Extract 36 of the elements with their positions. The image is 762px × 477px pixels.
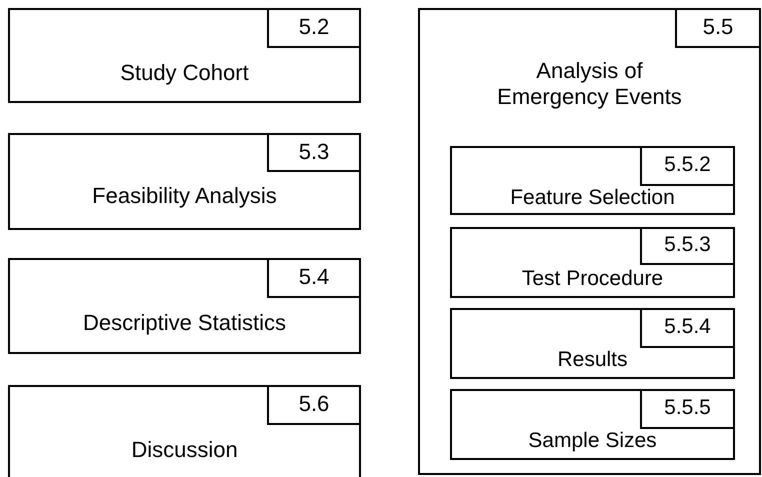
section-box (8, 258, 361, 354)
section-number-box (640, 146, 735, 186)
section-number: 5.5.5 (664, 396, 711, 420)
section-number: 5.5 (702, 14, 734, 40)
section-number-box (640, 227, 735, 265)
section-box (418, 8, 761, 475)
section-number: 5.5.3 (664, 233, 711, 257)
section-title: Discussion (131, 437, 238, 463)
section-title: Study Cohort (120, 60, 249, 86)
section-number-box (267, 8, 361, 48)
section-number-box (675, 8, 761, 48)
section-number-box (640, 308, 735, 348)
section-box (450, 389, 735, 460)
section-box (8, 133, 361, 230)
section-number-box (267, 258, 361, 298)
section-number: 5.3 (298, 139, 330, 165)
section-title: Analysis of Emergency Events (496, 58, 683, 110)
section-box (450, 146, 735, 215)
section-number-box (640, 389, 735, 429)
section-title: Results (557, 348, 628, 372)
section-box (8, 8, 361, 103)
section-box (450, 308, 735, 379)
section-number: 5.4 (298, 264, 330, 290)
section-title: Sample Sizes (528, 429, 657, 453)
section-box (450, 227, 735, 298)
section-number-box (267, 133, 361, 172)
section-number: 5.6 (298, 391, 330, 417)
section-title: Feature Selection (510, 186, 675, 210)
section-title: Feasibility Analysis (92, 183, 277, 209)
section-title: Test Procedure (522, 267, 664, 291)
section-number: 5.5.2 (664, 153, 711, 177)
section-title: Descriptive Statistics (83, 310, 286, 336)
section-number-box (267, 385, 361, 425)
section-box (8, 385, 361, 477)
section-number: 5.5.4 (664, 315, 711, 339)
section-number: 5.2 (298, 14, 330, 40)
